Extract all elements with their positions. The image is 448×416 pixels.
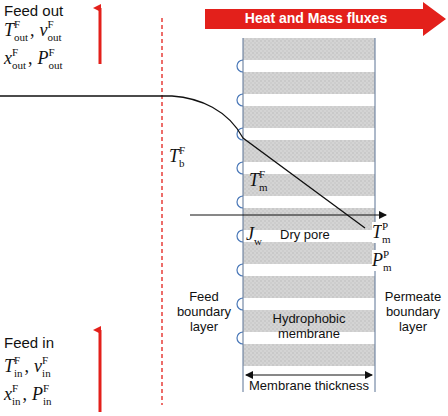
feed-out-arrow <box>99 8 102 64</box>
meniscus <box>237 196 243 208</box>
meniscus <box>237 264 243 276</box>
symbol-base: P <box>38 48 49 69</box>
membrane-band <box>243 38 375 60</box>
boundary-dashed-line <box>161 18 162 405</box>
region-label: Hydrophobic membrane <box>262 312 356 342</box>
symbol-subscript: in <box>12 395 21 408</box>
dimension-label: Membrane thickness <box>249 379 369 394</box>
separator: , <box>28 48 33 69</box>
symbol-superscript: F <box>12 46 18 59</box>
symbol-subscript: m <box>382 233 391 246</box>
meniscus <box>237 162 243 174</box>
symbol-subscript: out <box>12 59 26 72</box>
thickness-arrow <box>246 375 372 376</box>
region-label: Feed boundary layer <box>168 290 240 335</box>
meniscus <box>237 230 243 242</box>
meniscus <box>237 332 243 344</box>
symbol-subscript: in <box>14 367 23 380</box>
symbol-superscript: F <box>259 168 265 181</box>
membrane-band <box>243 276 375 298</box>
symbol-subscript: m <box>383 261 392 274</box>
membrane-band <box>243 106 375 128</box>
symbol-base: T <box>4 20 14 41</box>
temperature-profile <box>0 96 365 228</box>
axis-arrow <box>190 215 386 216</box>
flux-label: Heat and Mass fluxes <box>245 10 387 26</box>
symbol-base: T <box>372 222 382 243</box>
symbol-superscript: F <box>48 18 54 31</box>
symbol-subscript: in <box>42 367 51 380</box>
symbol-base: v <box>34 356 42 377</box>
meniscus <box>237 298 243 310</box>
symbol-superscript: P <box>382 220 388 233</box>
symbol-subscript: in <box>43 395 52 408</box>
symbol-subscript: out <box>14 31 28 44</box>
symbol-base: x <box>4 384 12 405</box>
symbol-base: T <box>169 146 179 167</box>
separator: , <box>30 20 35 41</box>
membrane-band <box>243 242 375 264</box>
symbol-subscript: m <box>259 181 268 194</box>
symbol-superscript: F <box>12 382 18 395</box>
symbol-base: P <box>32 384 43 405</box>
symbol-superscript: F <box>14 18 20 31</box>
symbol-superscript: F <box>179 144 185 157</box>
symbol-base: J <box>246 224 254 245</box>
symbol-subscript: out <box>48 31 62 44</box>
symbol-superscript: F <box>43 382 49 395</box>
symbol-superscript: F <box>42 354 48 367</box>
symbol-superscript: P <box>383 248 389 261</box>
feed-out-heading: Feed out <box>4 2 63 19</box>
pore-label: Dry pore <box>280 228 330 243</box>
region-label: Permeate boundary layer <box>380 290 446 335</box>
symbol-subscript: w <box>254 235 262 248</box>
symbol-base: T <box>249 170 259 191</box>
flux-block-arrow <box>205 2 446 36</box>
membrane-band <box>243 344 375 366</box>
feed-in-arrow <box>99 330 102 412</box>
meniscus <box>237 94 243 106</box>
membrane-pores <box>237 38 375 366</box>
symbol-subscript: out <box>49 59 63 72</box>
membrane-band <box>243 140 375 162</box>
feed-in-heading: Feed in <box>4 334 54 351</box>
membrane-band <box>243 72 375 94</box>
symbol-base: v <box>40 20 48 41</box>
symbol-base: T <box>4 356 14 377</box>
symbol-subscript: b <box>179 157 185 170</box>
separator: , <box>23 384 28 405</box>
membrane-band <box>243 208 375 230</box>
symbol-base: P <box>372 250 383 271</box>
symbol-base: x <box>4 48 12 69</box>
separator: , <box>25 356 30 377</box>
meniscus <box>237 60 243 72</box>
symbol-superscript: F <box>49 46 55 59</box>
symbol-superscript: F <box>14 354 20 367</box>
